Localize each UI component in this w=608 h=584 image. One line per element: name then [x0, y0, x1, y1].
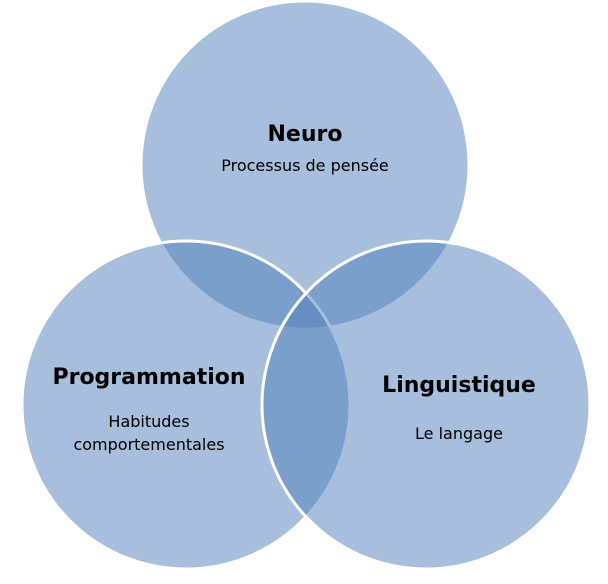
linguistique-subtitle: Le langage: [415, 424, 503, 443]
programmation-subtitle-line2: comportementales: [73, 435, 225, 454]
programmation-title: Programmation: [52, 365, 246, 390]
circle-linguistique: [260, 239, 592, 571]
linguistique-title: Linguistique: [382, 373, 536, 398]
neuro-subtitle: Processus de pensée: [221, 156, 389, 175]
neuro-title: Neuro: [267, 122, 343, 147]
programmation-subtitle-line1: Habitudes: [108, 412, 190, 431]
